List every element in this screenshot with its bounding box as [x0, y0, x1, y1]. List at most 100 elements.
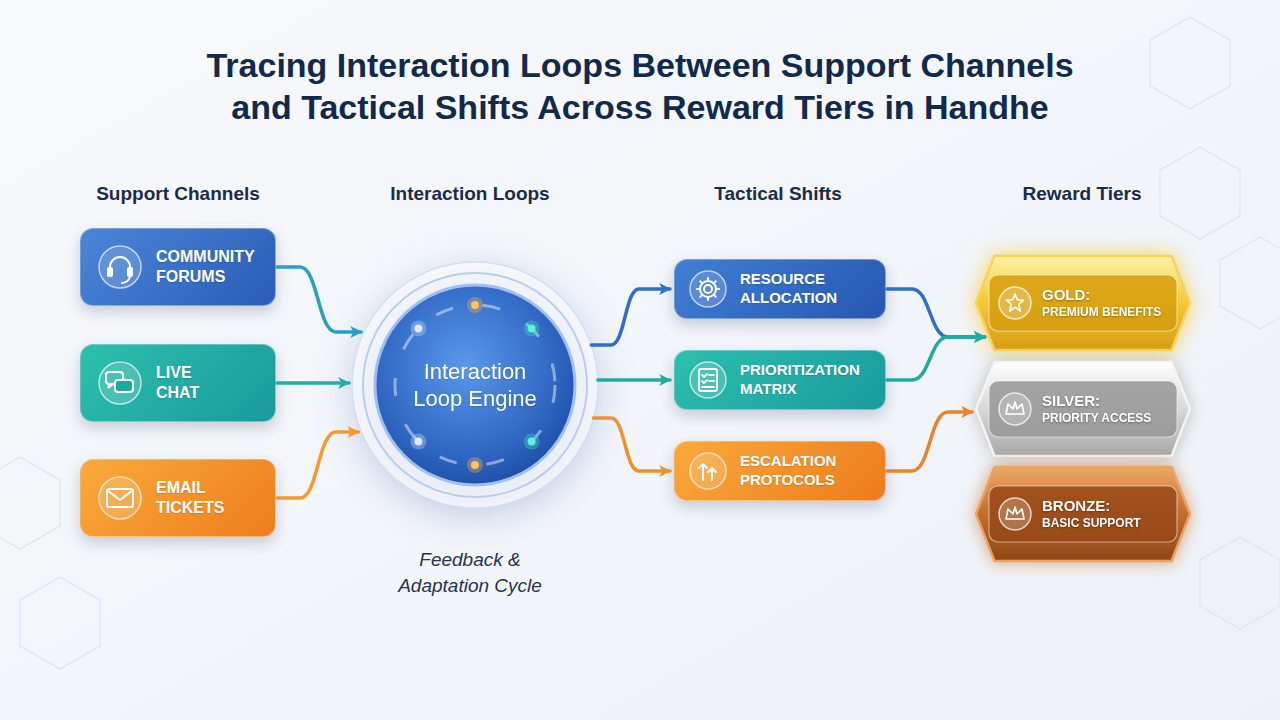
headset-icon: [127, 267, 133, 277]
node-subtitle: PREMIUM BENEFITS: [1042, 305, 1161, 320]
channel-box: EMAIL TICKETS: [80, 459, 276, 537]
node-text-group: ESCALATION PROTOCOLS: [740, 442, 880, 500]
node-title: PRIORITIZATION MATRIX: [740, 361, 880, 399]
escalation-icon: [699, 464, 716, 480]
icon-circle: [99, 246, 141, 288]
tier-icons: [999, 287, 1031, 530]
icon-circle: [690, 271, 726, 307]
node-title: Interaction Loop Engine: [405, 358, 545, 413]
engine-circle: Interaction Loop Engine: [350, 260, 600, 510]
headset-icon: [107, 257, 133, 283]
crown-icon: [1006, 402, 1024, 414]
checklist-icon: [699, 369, 717, 391]
icon-circle: [99, 477, 141, 519]
flow-arrow: [887, 412, 972, 471]
chat-icon: [106, 372, 123, 384]
flow-arrow: [277, 381, 349, 385]
icon-circle: [999, 498, 1031, 530]
chat-icon: [108, 384, 113, 388]
node-title: RESOURCE ALLOCATION: [740, 270, 880, 308]
ring-dot: [471, 301, 479, 309]
node-title: SILVER:: [1042, 392, 1100, 411]
checklist-icon: [702, 374, 714, 387]
envelope-icon: [107, 489, 133, 507]
icon-circle: [690, 362, 726, 398]
node-text-group: BRONZE:BASIC SUPPORT: [1042, 466, 1174, 562]
hexagon-body: [976, 256, 1190, 350]
node-text-group: RESOURCE ALLOCATION: [740, 260, 880, 318]
tactic-icons: [690, 271, 726, 489]
flow-arrow: [887, 289, 985, 337]
cycle-caption: Feedback & Adaptation Cycle: [380, 547, 560, 599]
chat-icon: [106, 372, 133, 392]
ring-dot: [467, 297, 483, 313]
node-text-group: GOLD:PREMIUM BENEFITS: [1042, 255, 1174, 351]
channel-box: COMMUNITY FORUMS: [80, 228, 276, 306]
headset-icon: [110, 257, 130, 270]
ring-dot: [524, 434, 540, 450]
tier-panel: [989, 275, 1177, 331]
chat-icon: [115, 380, 133, 392]
tier-panel: [989, 486, 1177, 542]
node-text-group: EMAIL TICKETS: [156, 460, 271, 536]
background-hexagons: [1150, 17, 1230, 109]
node-text-group: Interaction Loop Engine: [405, 260, 545, 510]
node-text-group: PRIORITIZATION MATRIX: [740, 351, 880, 409]
icon-circle: [690, 271, 726, 489]
icon-circle: [99, 246, 141, 519]
icon-circle: [690, 453, 726, 489]
column-header: Reward Tiers: [942, 182, 1222, 206]
headset-icon: [107, 267, 113, 277]
gear-icon: [700, 281, 716, 297]
gear-icon: [697, 278, 719, 300]
channel-box: LIVE CHAT: [80, 344, 276, 422]
ring-dot: [528, 324, 536, 332]
node-title: COMMUNITY FORUMS: [156, 247, 271, 287]
background-hexagons: [1200, 537, 1280, 629]
tier-hexagon: GOLD:PREMIUM BENEFITS: [975, 255, 1191, 351]
node-subtitle: PRIORITY ACCESS: [1042, 411, 1151, 426]
icon-circle: [99, 362, 141, 404]
outer-glow: [352, 262, 598, 508]
ring-dot: [410, 297, 539, 473]
dashed-ring: [395, 305, 555, 465]
escalation-icon: [699, 464, 716, 480]
engine-core: [375, 285, 575, 485]
engine-ring: [395, 297, 555, 473]
background-hexagons: [1220, 237, 1280, 329]
flow-arrow: [591, 289, 670, 345]
node-text-group: LIVE CHAT: [156, 345, 226, 421]
tier-panel: [989, 381, 1177, 437]
gear-icon: [697, 278, 719, 300]
node-text-group: SILVER:PRIORITY ACCESS: [1042, 361, 1174, 457]
icon-circle: [999, 287, 1031, 530]
node-text-group: COMMUNITY FORUMS: [156, 229, 271, 305]
icon-circle: [999, 393, 1031, 425]
tactic-box: RESOURCE ALLOCATION: [674, 259, 886, 319]
star-icon: [1006, 294, 1023, 311]
headset-icon: [121, 277, 130, 283]
flow-arrow: [598, 378, 670, 382]
flow-arrow: [593, 418, 670, 471]
ring-dot: [471, 461, 479, 469]
ring-dot: [414, 438, 422, 446]
crown-icon: [1006, 507, 1024, 519]
node-title: ESCALATION PROTOCOLS: [740, 452, 880, 490]
background-hexagons: [1160, 147, 1240, 239]
node-title: GOLD:: [1042, 286, 1090, 305]
background-hexagons: [0, 457, 60, 549]
ring-dot: [528, 438, 536, 446]
flow-arrow: [887, 337, 985, 380]
diagram-title: Tracing Interaction Loops Between Suppor…: [190, 44, 1090, 128]
node-title: LIVE CHAT: [156, 363, 226, 403]
circle-outline: [350, 260, 600, 510]
flow-arrow: [277, 432, 358, 498]
flow-arrow: [277, 267, 361, 332]
channel-icons: [99, 246, 141, 519]
tactic-box: PRIORITIZATION MATRIX: [674, 350, 886, 410]
node-subtitle: BASIC SUPPORT: [1042, 516, 1141, 531]
column-header: Support Channels: [38, 182, 318, 206]
